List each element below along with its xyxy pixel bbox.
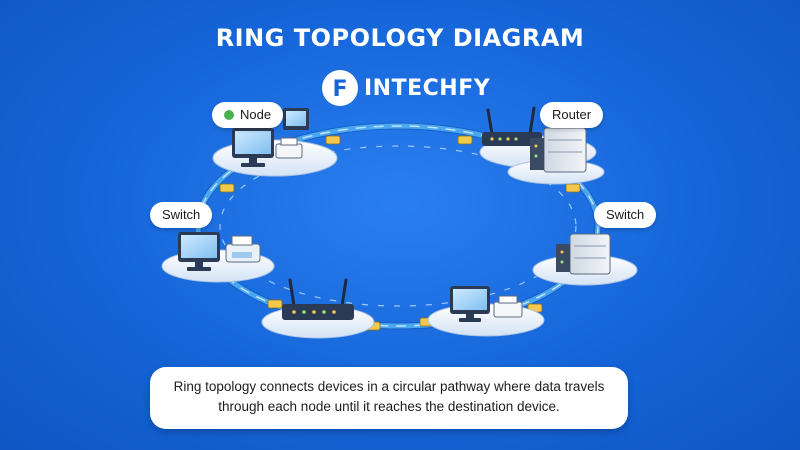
router-device [479,106,605,185]
brand-logo: F INTECHFY [320,66,490,110]
label-switch-left: Switch [150,202,213,228]
antenna-icon [528,106,536,136]
server-icon [569,233,611,275]
diagram-title: RING TOPOLOGY DIAGRAM [215,24,585,52]
logo-f-icon: F [322,70,358,106]
connector [219,183,235,193]
description-text: Ring topology connects devices in a circ… [173,379,605,414]
switch-right-device [532,233,638,286]
antenna-icon [288,278,296,308]
label-router: Router [540,102,604,128]
connector [457,135,473,145]
node-workstation [212,108,338,177]
antenna-icon [340,278,348,308]
router-icon [482,132,542,146]
logo-text: INTECHFY [364,75,491,101]
label-switch-right: Switch [594,202,657,228]
printer-icon [493,301,523,318]
status-dot-icon [224,110,234,120]
connector [565,183,581,193]
connector [267,299,283,309]
description-card: Ring topology connects devices in a circ… [150,367,628,429]
router-icon [282,304,354,320]
bottom-workstation [427,286,545,337]
printer-icon [275,143,303,159]
antenna-icon [486,108,494,136]
bottom-router-device [261,278,375,339]
server-icon [543,127,587,173]
label-node: Node [212,102,284,128]
connector [325,135,341,145]
ring-cable [194,122,602,330]
svg-text:F: F [332,77,347,102]
switch-left-device [161,232,275,283]
